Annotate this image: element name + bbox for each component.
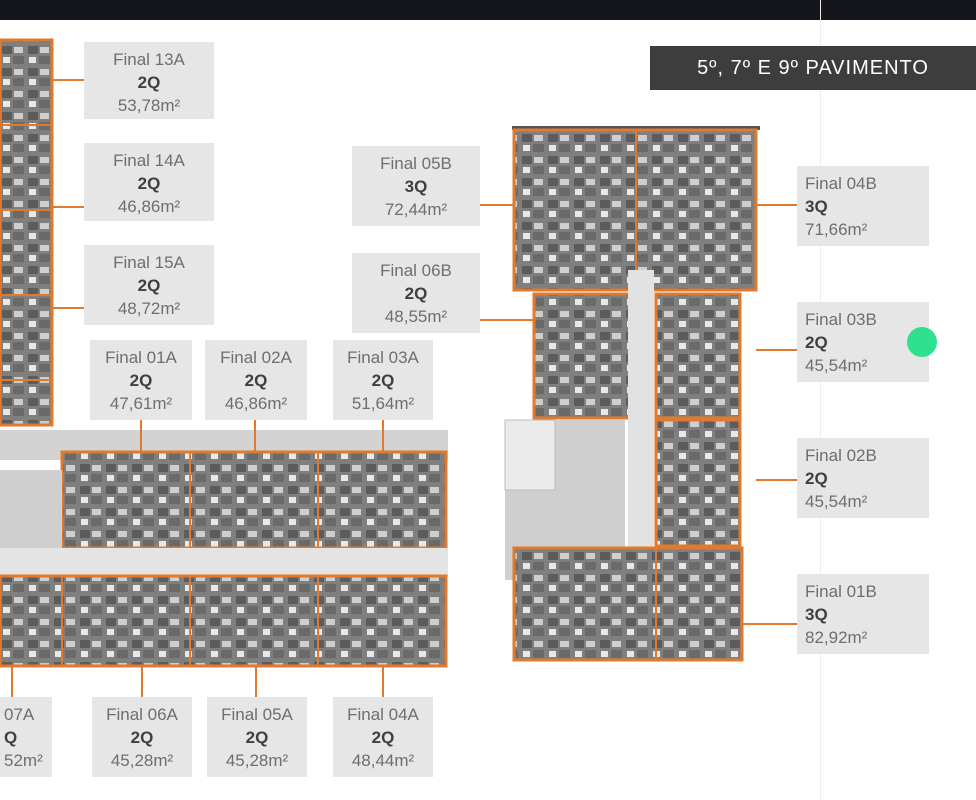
unit-rooms: 2Q — [371, 371, 395, 390]
unit-name: Final 06A — [106, 705, 178, 724]
location-marker-icon — [907, 327, 937, 357]
unit-name: Final 04B — [805, 174, 877, 193]
unit-card-13a[interactable]: Final 13A 2Q 53,78m² — [84, 42, 214, 119]
unit-rooms: 2Q — [129, 371, 153, 390]
page-title: 5º, 7º E 9º PAVIMENTO — [650, 46, 976, 90]
unit-card-06b[interactable]: Final 06B 2Q 48,55m² — [352, 253, 480, 333]
unit-name: Final 01A — [105, 348, 177, 367]
unit-name: Final 01B — [805, 582, 877, 601]
divider — [820, 0, 821, 800]
unit-rooms: 3Q — [404, 177, 428, 196]
unit-card-06a[interactable]: Final 06A 2Q 45,28m² — [92, 697, 192, 777]
unit-card-15a[interactable]: Final 15A 2Q 48,72m² — [84, 245, 214, 325]
unit-rooms: 2Q — [244, 371, 268, 390]
unit-rooms: 3Q — [805, 197, 828, 216]
unit-card-02b[interactable]: Final 02B 2Q 45,54m² — [797, 438, 929, 518]
unit-name: Final 02B — [805, 446, 877, 465]
unit-name: 07A — [4, 705, 35, 724]
unit-rooms: 2Q — [137, 174, 161, 193]
unit-card-04a[interactable]: Final 04A 2Q 48,44m² — [333, 697, 433, 777]
unit-area: 53,78m² — [117, 96, 181, 115]
unit-name: Final 15A — [113, 253, 185, 272]
unit-rooms: 2Q — [130, 728, 154, 747]
unit-area: 48,55m² — [384, 307, 448, 326]
unit-area: 45,54m² — [805, 492, 868, 511]
unit-area: 72,44m² — [384, 200, 448, 219]
unit-area: 48,44m² — [351, 751, 415, 770]
unit-area: 46,86m² — [224, 394, 288, 413]
unit-card-04b[interactable]: Final 04B 3Q 71,66m² — [797, 166, 929, 246]
unit-area: 47,61m² — [109, 394, 173, 413]
top-bar — [0, 0, 976, 20]
unit-rooms: 2Q — [404, 284, 428, 303]
unit-card-02a[interactable]: Final 02A 2Q 46,86m² — [205, 340, 307, 420]
footer-disclaimer — [0, 788, 976, 800]
unit-name: Final 13A — [113, 50, 185, 69]
unit-name: Final 02A — [220, 348, 292, 367]
unit-area: 45,54m² — [805, 356, 868, 375]
unit-rooms: 2Q — [371, 728, 395, 747]
unit-name: Final 04A — [347, 705, 419, 724]
unit-rooms: 2Q — [137, 276, 161, 295]
unit-name: Final 05B — [380, 154, 452, 173]
unit-area: 46,86m² — [117, 197, 181, 216]
unit-rooms: 2Q — [805, 333, 828, 352]
unit-card-01a[interactable]: Final 01A 2Q 47,61m² — [90, 340, 192, 420]
unit-rooms: 3Q — [805, 605, 828, 624]
unit-name: Final 14A — [113, 151, 185, 170]
unit-area: 51,64m² — [351, 394, 415, 413]
unit-name: Final 03A — [347, 348, 419, 367]
unit-card-14a[interactable]: Final 14A 2Q 46,86m² — [84, 143, 214, 221]
unit-card-05a[interactable]: Final 05A 2Q 45,28m² — [207, 697, 307, 777]
unit-area: 45,28m² — [225, 751, 289, 770]
unit-area: 71,66m² — [805, 220, 868, 239]
unit-rooms: 2Q — [805, 469, 828, 488]
unit-card-03a[interactable]: Final 03A 2Q 51,64m² — [333, 340, 433, 420]
unit-rooms: Q — [4, 728, 18, 747]
unit-area: 48,72m² — [117, 299, 181, 318]
unit-name: Final 05A — [221, 705, 293, 724]
unit-rooms: 2Q — [245, 728, 269, 747]
unit-area: 52m² — [4, 751, 43, 770]
unit-rooms: 2Q — [137, 73, 161, 92]
unit-name: Final 03B — [805, 310, 877, 329]
unit-card-01b[interactable]: Final 01B 3Q 82,92m² — [797, 574, 929, 654]
unit-card-05b[interactable]: Final 05B 3Q 72,44m² — [352, 146, 480, 226]
unit-area: 82,92m² — [805, 628, 868, 647]
unit-card-07a[interactable]: 07A Q 52m² — [0, 697, 52, 777]
unit-name: Final 06B — [380, 261, 452, 280]
unit-area: 45,28m² — [110, 751, 174, 770]
